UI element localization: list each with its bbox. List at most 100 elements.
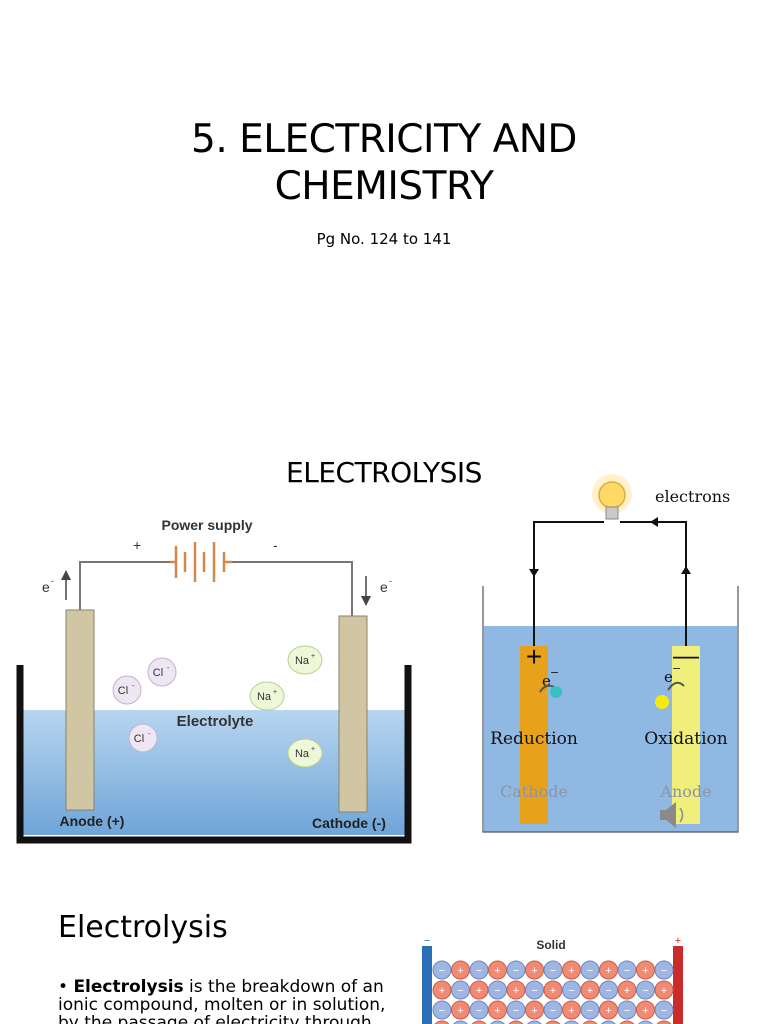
- battery-icon: [170, 542, 232, 582]
- wire-left: [533, 521, 604, 646]
- redox-cell-diagram: electrons + — e − e − Reduction Oxidatio…: [482, 474, 739, 833]
- anion: [527, 1020, 542, 1024]
- bullet-glyph: •: [58, 977, 74, 997]
- anion: [490, 1020, 505, 1024]
- anion-sign: −: [439, 965, 445, 977]
- bullet-bold: Electrolysis: [73, 977, 184, 997]
- svg-text:-: -: [148, 731, 151, 738]
- anion-sign: −: [661, 965, 667, 977]
- anion-sign: −: [624, 1005, 630, 1017]
- slide-title: Electrolysis: [58, 910, 228, 945]
- electrons-label: electrons: [655, 487, 730, 506]
- electron-dot: [550, 686, 562, 698]
- electron-right-label: e: [380, 579, 388, 595]
- speaker-icon[interactable]: [660, 802, 684, 828]
- svg-text:Cl: Cl: [153, 667, 163, 679]
- cation-sign: +: [642, 1005, 648, 1017]
- ion-na-2: Na +: [249, 681, 285, 711]
- ion-cl-1: Cl -: [147, 657, 177, 687]
- cation: [654, 980, 674, 1000]
- anode-label: Anode (+): [60, 813, 125, 829]
- anion-sign: −: [494, 985, 500, 997]
- anode-label: Anode: [659, 782, 711, 801]
- cation: [656, 1020, 672, 1024]
- ion-cl-3: Cl -: [128, 723, 158, 753]
- cation-sign: +: [531, 965, 537, 977]
- wire-right: [232, 561, 353, 616]
- svg-text:Cl: Cl: [134, 733, 144, 745]
- solid-label: Solid: [536, 938, 565, 952]
- svg-text:Na: Na: [295, 748, 310, 760]
- electrolysis-text-slide: Electrolysis • Electrolysis is the break…: [0, 890, 768, 1024]
- svg-text:Cl: Cl: [118, 685, 128, 697]
- cation-sign: +: [605, 1005, 611, 1017]
- anion-sign: −: [439, 1005, 445, 1017]
- cation-sign: +: [624, 985, 630, 997]
- anion-sign: −: [624, 965, 630, 977]
- bullet-text: is the breakdown of an ionic compound, m…: [58, 977, 386, 1024]
- bullet-item: • Electrolysis is the breakdown of an io…: [58, 978, 388, 1024]
- anion-sign: −: [587, 1005, 593, 1017]
- cation-sign: +: [642, 965, 648, 977]
- cathode-label: Cathode (-): [312, 815, 386, 831]
- beaker: [482, 586, 739, 833]
- slide-title: ELECTROLYSIS: [286, 456, 482, 489]
- electrolysis-diagram-slide: ELECTROLYSIS Power supply + -: [0, 420, 768, 890]
- cation-sign: +: [494, 965, 500, 977]
- light-bulb-icon: [592, 474, 632, 520]
- ion-na-3: Na +: [287, 738, 323, 768]
- reduction-label: Reduction: [490, 729, 578, 749]
- minus-sign: -: [273, 537, 278, 553]
- cation-sign: +: [439, 985, 445, 997]
- cathode-electrode: [520, 646, 548, 824]
- cation-sign: +: [605, 965, 611, 977]
- anion-sign: −: [587, 965, 593, 977]
- svg-text:+: +: [273, 689, 277, 696]
- anode-electrode: [672, 646, 700, 824]
- svg-text:+: +: [311, 746, 315, 753]
- anion-sign: −: [605, 985, 611, 997]
- cation: [508, 1020, 524, 1024]
- electron-anode-label: e: [664, 668, 673, 686]
- anion-sign: −: [513, 1005, 519, 1017]
- anion-sign: −: [550, 965, 556, 977]
- anion-sign: −: [513, 965, 519, 977]
- curved-arrow-icon: [667, 681, 685, 691]
- plus-sign: +: [526, 641, 542, 672]
- positive-electrode: [673, 946, 683, 1024]
- anion-sign: −: [457, 985, 463, 997]
- anion-sign: −: [476, 965, 482, 977]
- cation-sign: +: [531, 1005, 537, 1017]
- electron-right-sup: -: [389, 576, 392, 586]
- anion: [564, 1020, 579, 1024]
- electron-left-sup: -: [51, 576, 54, 586]
- arrow-up-icon: [681, 566, 691, 574]
- cation-sign: +: [476, 985, 482, 997]
- cation-sign: +: [457, 965, 463, 977]
- electrolyte-label: Electrolyte: [177, 713, 254, 730]
- cathode-label: Cathode: [500, 782, 568, 801]
- electrolysis-cell-diagram: Power supply + - e - e - Cl - Cl - Cl -: [16, 517, 412, 844]
- ion-na-1: Na +: [287, 645, 323, 675]
- cation-sign: +: [513, 985, 519, 997]
- cation-sign: +: [587, 985, 593, 997]
- cation: [619, 1020, 635, 1024]
- slide-subtitle: Pg No. 124 to 141: [316, 230, 452, 248]
- slide-title-line2: CHEMISTRY: [274, 164, 494, 209]
- electron-cathode-label: e: [542, 672, 551, 690]
- arrow-down-icon: [529, 569, 539, 577]
- cation: [471, 1020, 487, 1024]
- ion-cl-2: Cl -: [112, 675, 142, 705]
- anion: [638, 1020, 653, 1024]
- arrow-down-head-icon: [361, 596, 371, 606]
- electron-anode-sup: −: [672, 662, 681, 675]
- anode-electrode: [65, 609, 95, 811]
- ion-lattice: −+−+−+−+−+−+−+−+−+−+−+−+−+−+−+−+−+−+−+−+…: [432, 960, 674, 1024]
- electron-dot: [655, 695, 669, 709]
- plus-sign: +: [675, 935, 681, 947]
- cation: [434, 1020, 450, 1024]
- cation-sign: +: [661, 985, 667, 997]
- cation-sign: +: [494, 1005, 500, 1017]
- svg-text:+: +: [311, 653, 315, 660]
- tank: [16, 665, 412, 844]
